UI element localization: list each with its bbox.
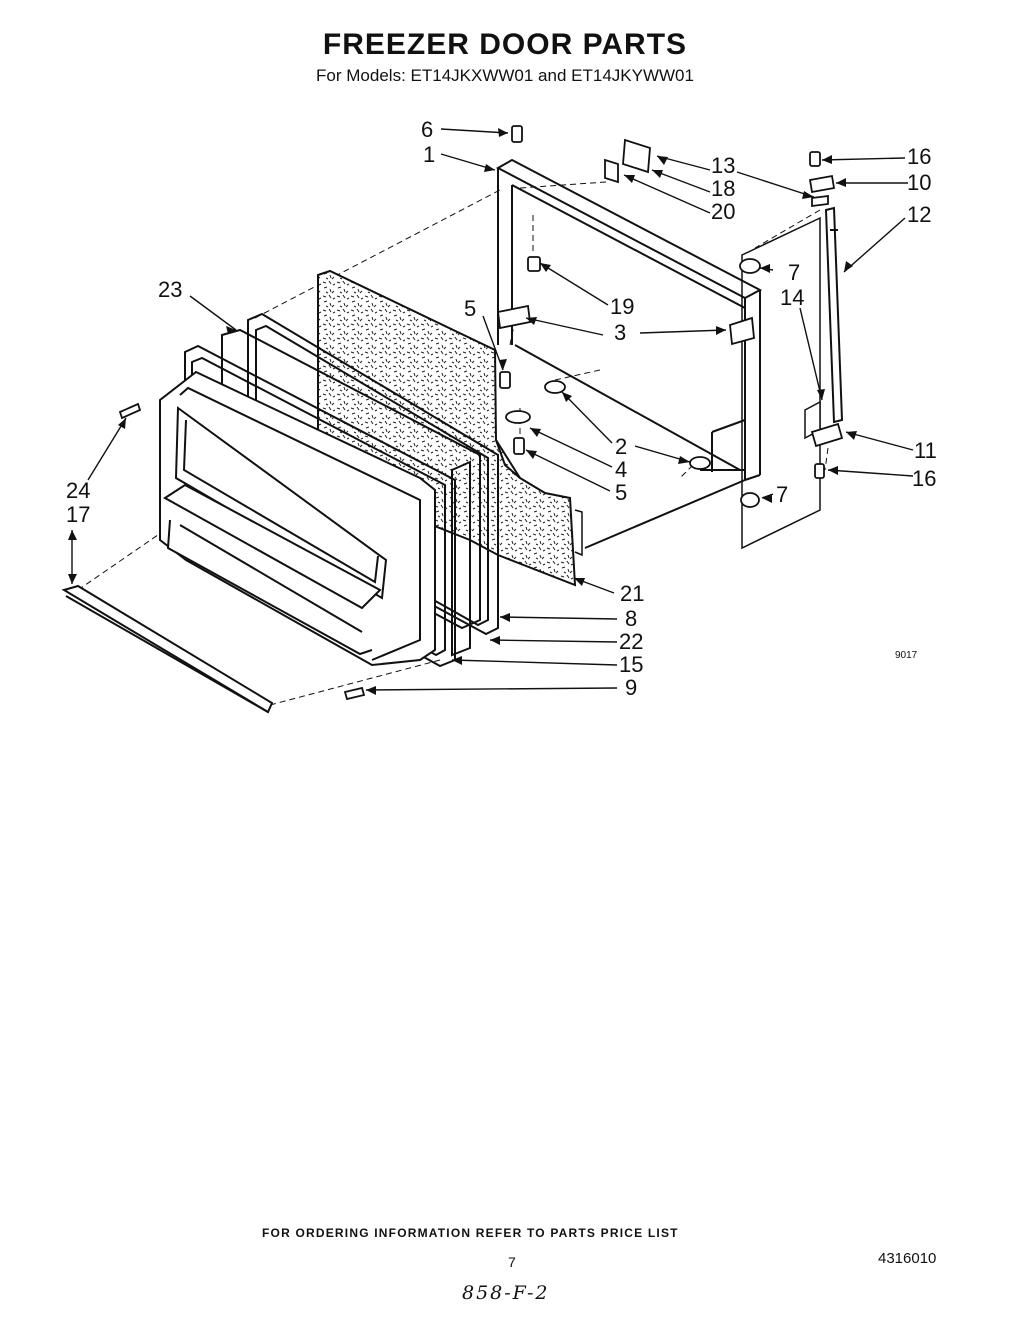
hardware-parts	[118, 125, 844, 701]
callout-7-top: 7	[788, 260, 800, 285]
callout-19: 19	[610, 294, 634, 319]
callout-1: 1	[423, 142, 435, 167]
callout-20: 20	[711, 199, 735, 224]
exploded-parts-diagram: 6 1 13 18 20 16 10 12 7 14 19 3 5 23 11 …	[61, 117, 937, 714]
callout-18: 18	[711, 176, 735, 201]
handwritten-note: 858-F-2	[462, 1282, 550, 1304]
page-number: 7	[508, 1254, 516, 1270]
callout-24: 24	[66, 478, 90, 503]
callout-17: 17	[66, 502, 90, 527]
callout-5-bottom: 5	[615, 480, 627, 505]
door-bottom-trim	[61, 584, 274, 714]
hinge-strap	[824, 206, 844, 424]
model-subtitle: For Models: ET14JKXWW01 and ET14JKYWW01	[316, 66, 694, 85]
callout-8: 8	[625, 606, 637, 631]
callout-16-top: 16	[907, 144, 931, 169]
callout-11: 11	[914, 438, 937, 463]
callout-3: 3	[614, 320, 626, 345]
callout-labels: 6 1 13 18 20 16 10 12 7 14 19 3 5 23 11 …	[66, 117, 937, 700]
alignment-lines	[77, 181, 829, 706]
callout-15: 15	[619, 652, 643, 677]
callout-13: 13	[711, 153, 735, 178]
door-outer-panel	[159, 370, 436, 667]
callout-22: 22	[619, 629, 643, 654]
callout-16-bottom: 16	[912, 466, 936, 491]
arrowheads	[68, 128, 857, 695]
callout-12: 12	[907, 202, 931, 227]
figure-code: 9017	[895, 650, 918, 661]
callout-4: 4	[615, 457, 627, 482]
callout-7-bottom: 7	[776, 482, 788, 507]
document-number: 4316010	[878, 1250, 937, 1267]
ordering-note: FOR ORDERING INFORMATION REFER TO PARTS …	[262, 1226, 679, 1240]
callout-14: 14	[780, 285, 804, 310]
callout-23: 23	[158, 277, 182, 302]
callout-10: 10	[907, 170, 931, 195]
page-title: FREEZER DOOR PARTS	[322, 28, 688, 61]
callout-21: 21	[620, 581, 644, 606]
callout-6: 6	[421, 117, 433, 142]
callout-2: 2	[615, 434, 627, 459]
hinge-bracket-panel	[741, 216, 821, 550]
callout-9: 9	[625, 675, 637, 700]
callout-5-top: 5	[464, 296, 476, 321]
